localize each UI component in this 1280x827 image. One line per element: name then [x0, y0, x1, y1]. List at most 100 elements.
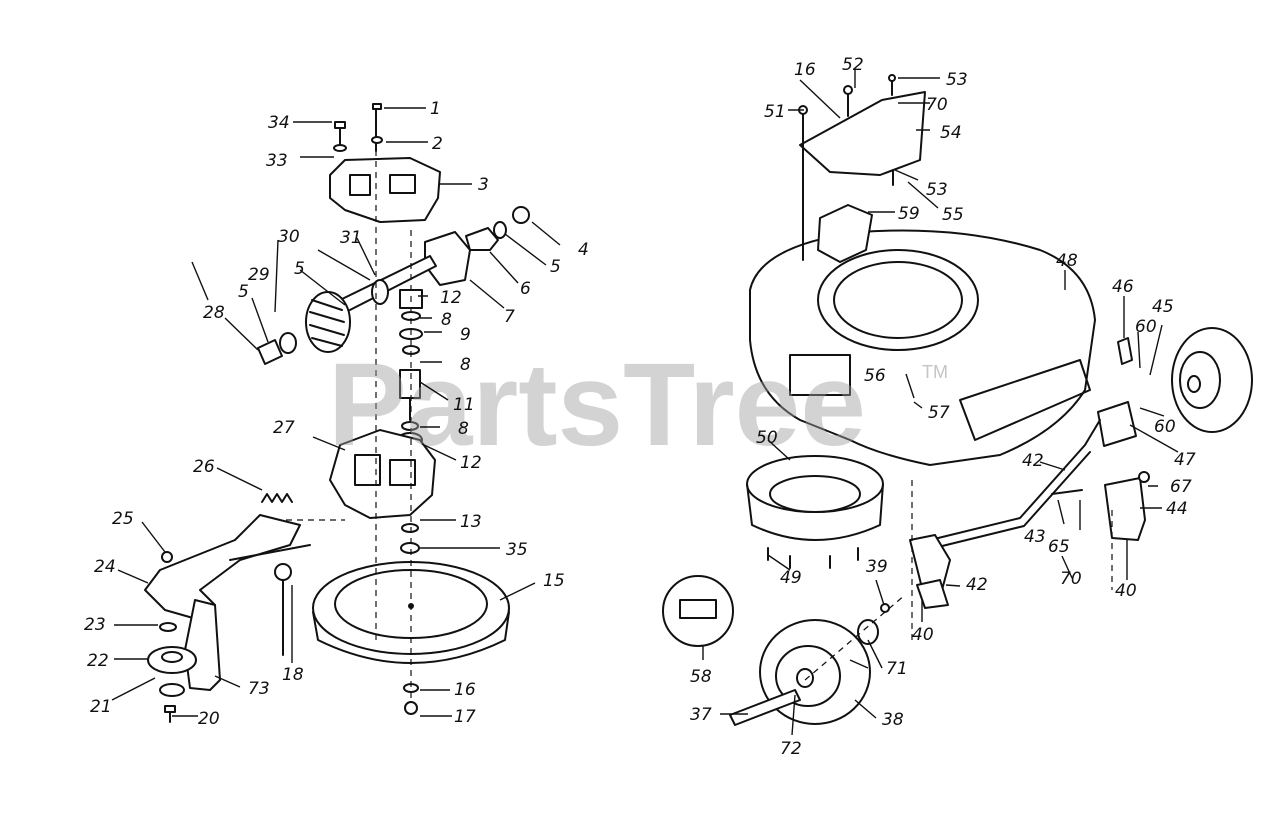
callout-12: 12	[440, 288, 462, 308]
assembly-axis	[286, 150, 412, 700]
callout-52: 52	[842, 55, 864, 75]
callout-55: 55	[942, 205, 964, 225]
callout-16: 16	[794, 60, 816, 80]
callout-73: 73	[248, 679, 270, 699]
pulley-hub	[161, 651, 183, 663]
gearbox-assembly	[144, 103, 530, 723]
wheel-bracket	[1097, 401, 1137, 447]
callout-25: 25	[112, 509, 134, 529]
callout-59: 59	[898, 204, 920, 224]
callout-70: 70	[926, 95, 948, 115]
washer-part	[333, 144, 347, 152]
deck-opening-inner	[833, 261, 963, 339]
callout-33: 33	[266, 151, 288, 171]
spacer-part	[159, 683, 185, 697]
axle-bracket	[1104, 477, 1146, 541]
callout-9: 9	[460, 325, 471, 345]
callout-46: 46	[1112, 277, 1134, 297]
callout-30: 30	[278, 227, 300, 247]
callout-35: 35	[506, 540, 528, 560]
callout-49: 49	[780, 568, 802, 588]
callout-11: 11	[453, 395, 475, 415]
callout-53: 53	[926, 180, 948, 200]
washer-part	[401, 421, 419, 431]
axle-rod	[929, 419, 1101, 541]
axle-rod-edge	[933, 451, 1091, 549]
callout-42: 42	[1022, 451, 1044, 471]
cable-part	[229, 544, 311, 561]
gear-teeth	[309, 299, 345, 347]
assembly-axis	[804, 480, 1113, 681]
screw-part	[767, 547, 859, 569]
bushing-part	[465, 227, 499, 251]
callout-39: 39	[866, 557, 888, 577]
callout-18: 18	[282, 665, 304, 685]
wheel-bolt	[729, 689, 801, 726]
housing-detail	[349, 174, 416, 196]
callout-71: 71	[886, 659, 908, 679]
callout-15: 15	[543, 571, 565, 591]
engine-mount	[817, 204, 873, 263]
callout-23: 23	[84, 615, 106, 635]
callout-31: 31	[340, 228, 362, 248]
deck-vent	[789, 354, 851, 396]
deck-opening	[817, 249, 979, 351]
callout-7: 7	[504, 307, 515, 327]
callout-44: 44	[1166, 499, 1188, 519]
callout-1: 1	[430, 99, 441, 119]
front-wheel-hub	[775, 645, 841, 707]
nut-part	[404, 701, 418, 715]
callout-17: 17	[454, 707, 476, 727]
callout-38: 38	[882, 710, 904, 730]
rear-wheel-hub	[1179, 351, 1221, 409]
washer-part	[880, 603, 890, 613]
washer-part	[279, 332, 297, 354]
pinion-gear	[257, 339, 283, 365]
callout-42: 42	[966, 575, 988, 595]
callout-48: 48	[1056, 251, 1078, 271]
callout-53: 53	[946, 70, 968, 90]
callout-3: 3	[478, 175, 489, 195]
callout-58: 58	[690, 667, 712, 687]
idler-pulley	[147, 646, 197, 674]
bolt-part	[164, 705, 176, 723]
height-lever	[1117, 337, 1133, 365]
callout-13: 13	[460, 512, 482, 532]
nut-part	[161, 551, 173, 563]
screw-part	[334, 121, 346, 145]
shaft-collar	[371, 279, 389, 305]
callout-8: 8	[458, 419, 469, 439]
baffle-side	[746, 483, 884, 541]
callout-22: 22	[87, 651, 109, 671]
callout-28: 28	[203, 303, 225, 323]
callout-70: 70	[1060, 569, 1082, 589]
nut-part	[1138, 471, 1150, 483]
callout-72: 72	[780, 739, 802, 759]
callout-5: 5	[238, 282, 249, 302]
washer-part	[159, 622, 177, 632]
callout-20: 20	[198, 709, 220, 729]
wheel-spacer	[857, 619, 879, 645]
washer-part	[371, 136, 383, 144]
callout-8: 8	[460, 355, 471, 375]
deck-assembly	[662, 74, 1253, 726]
deck-side-panel	[959, 359, 1091, 441]
washer-part	[493, 221, 507, 239]
callout-60: 60	[1154, 417, 1176, 437]
callout-51: 51	[764, 102, 786, 122]
height-adjust-bracket	[909, 534, 951, 591]
spring-part	[261, 493, 293, 503]
callout-2: 2	[432, 134, 443, 154]
deflector-shield	[799, 91, 926, 176]
callout-47: 47	[1174, 450, 1196, 470]
callout-56: 56	[864, 366, 886, 386]
nut-part	[888, 74, 896, 82]
callout-50: 50	[756, 428, 778, 448]
callout-29: 29	[248, 265, 270, 285]
baffle-inner	[769, 475, 861, 513]
callout-5: 5	[550, 257, 561, 277]
callout-65: 65	[1048, 537, 1070, 557]
bolt-part	[1051, 489, 1083, 495]
washer-part	[401, 523, 419, 533]
